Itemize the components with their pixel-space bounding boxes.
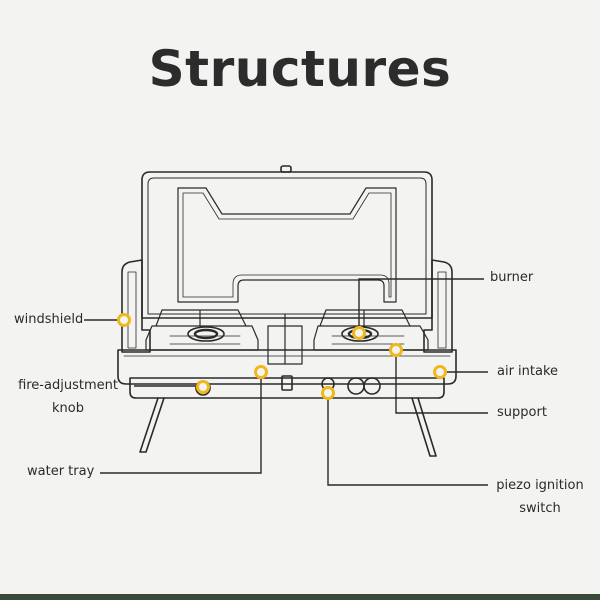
air-intake-marker	[433, 365, 447, 379]
burner-marker	[352, 326, 366, 340]
label-piezo-line2: switch	[519, 501, 561, 516]
piezo-leader	[327, 393, 488, 486]
stove-body	[117, 349, 457, 385]
windshield-marker	[117, 313, 131, 327]
left-grate	[145, 325, 259, 351]
right-windshield	[423, 259, 453, 353]
water-tray-leader	[100, 372, 262, 474]
left-windshield	[121, 259, 151, 353]
right-knob	[363, 377, 381, 395]
label-fire-adjustment-line2: knob	[52, 401, 84, 416]
label-support: support	[497, 405, 547, 420]
support-leader	[395, 350, 488, 414]
support-marker	[389, 343, 403, 357]
center-knob	[347, 377, 365, 395]
lid-outline	[141, 171, 433, 319]
label-air-intake: air intake	[497, 364, 559, 379]
left-leg	[139, 397, 165, 453]
center-rail	[267, 325, 303, 365]
label-burner: burner	[490, 270, 534, 285]
fire-adjustment-marker	[196, 380, 210, 394]
page-title: Structures	[148, 40, 452, 98]
piezo-marker	[321, 386, 335, 400]
label-water-tray: water tray	[27, 464, 95, 479]
right-grate	[313, 325, 429, 351]
lid-panel	[177, 187, 397, 303]
water-tray-marker	[254, 365, 268, 379]
left-burner	[187, 326, 225, 342]
right-leg	[411, 397, 437, 457]
label-fire-adjustment-line1: fire-adjustment	[18, 378, 118, 393]
burner-leader	[358, 278, 484, 333]
label-piezo-line1: piezo ignition	[496, 478, 584, 493]
bottom-strip	[0, 594, 600, 600]
label-windshield: windshield	[14, 312, 84, 327]
